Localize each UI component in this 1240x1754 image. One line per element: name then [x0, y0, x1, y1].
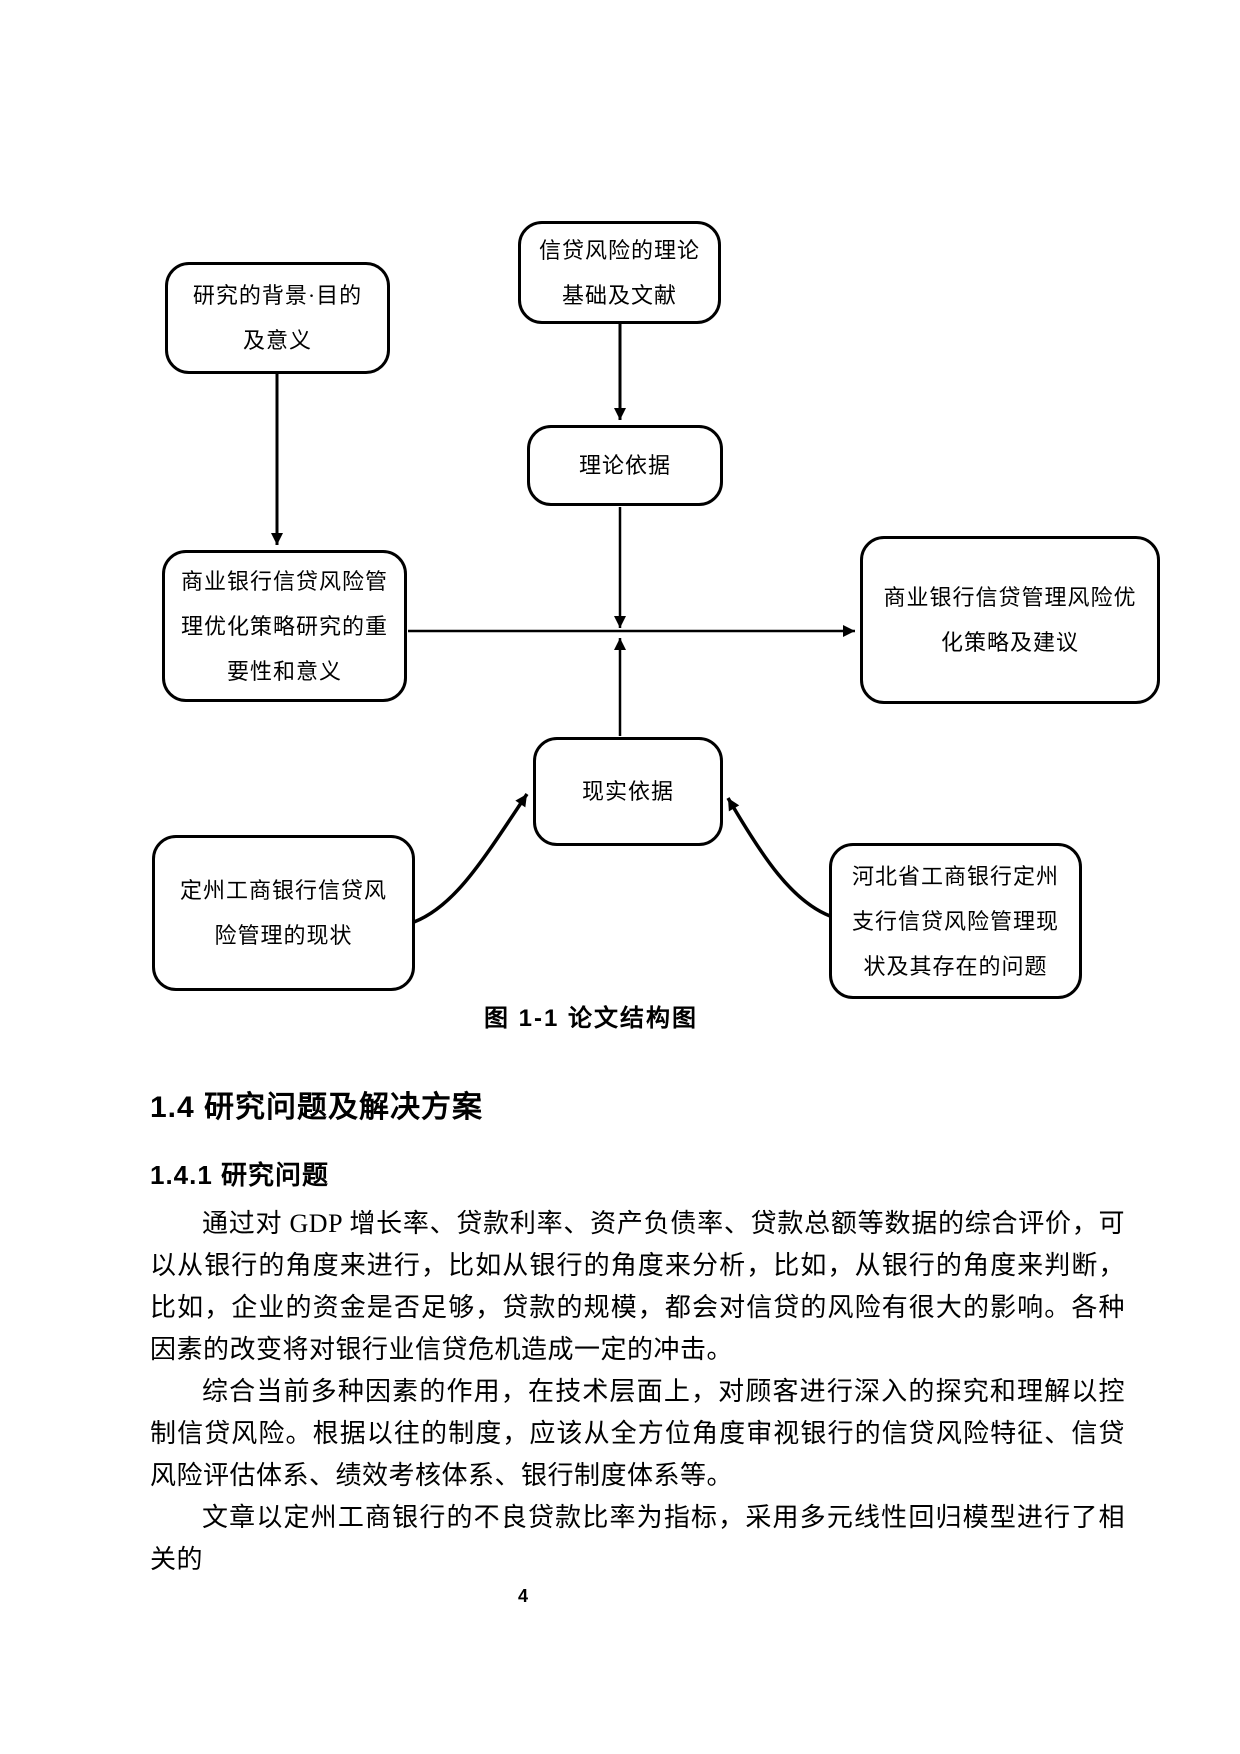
subsection-heading: 1.4.1 研究问题 — [150, 1160, 330, 1190]
flow-box-theoretical-basis: 理论依据 — [527, 425, 723, 506]
flow-box-practical-basis: 现实依据 — [533, 737, 723, 846]
paragraph-2: 综合当前多种因素的作用，在技术层面上，对顾客进行深入的探究和理解以控制信贷风险。… — [150, 1377, 1125, 1490]
flow-box-optimization-suggestions: 商业银行信贷管理风险优 化策略及建议 — [860, 536, 1160, 704]
paragraph-3: 文章以定州工商银行的不良贷款比率为指标，采用多元线性回归模型进行了相关的 — [150, 1503, 1125, 1574]
flow-box-label: 现实依据 — [581, 779, 674, 804]
flow-box-label: 商业银行信贷风险管 理优化策略研究的重 要性和意义 — [180, 568, 388, 684]
flow-box-theory-literature: 信贷风险的理论 基础及文献 — [518, 221, 721, 324]
flow-box-label: 研究的背景·目的 及意义 — [192, 283, 363, 353]
flow-box-hebei-problems: 河北省工商银行定州 支行信贷风险管理现 状及其存在的问题 — [829, 843, 1082, 999]
flow-box-label: 理论依据 — [578, 453, 671, 478]
flow-box-label: 定州工商银行信贷风 险管理的现状 — [179, 878, 387, 948]
section-heading: 1.4 研究问题及解决方案 — [150, 1091, 484, 1124]
flow-box-label: 信贷风险的理论 基础及文献 — [538, 237, 700, 308]
flow-box-importance: 商业银行信贷风险管 理优化策略研究的重 要性和意义 — [162, 550, 407, 702]
flow-box-background-purpose: 研究的背景·目的 及意义 — [165, 262, 390, 374]
figure-caption: 图 1-1 论文结构图 — [483, 1005, 699, 1032]
flow-box-label: 商业银行信贷管理风险优 化策略及建议 — [883, 585, 1137, 655]
body-text: 通过对 GDP 增长率、贷款利率、资产负债率、贷款总额等数据的综合评价，可以从银… — [150, 1203, 1125, 1581]
page-number: 4 — [518, 1586, 529, 1606]
thesis-structure-flowchart: 研究的背景·目的 及意义 信贷风险的理论 基础及文献 理论依据 商业银行信贷风险… — [152, 221, 1160, 1032]
paragraph-1: 通过对 GDP 增长率、贷款利率、资产负债率、贷款总额等数据的综合评价，可以从银… — [150, 1209, 1125, 1364]
flow-box-dingzhou-status: 定州工商银行信贷风 险管理的现状 — [152, 835, 415, 991]
flow-box-label: 河北省工商银行定州 支行信贷风险管理现 状及其存在的问题 — [851, 863, 1059, 979]
